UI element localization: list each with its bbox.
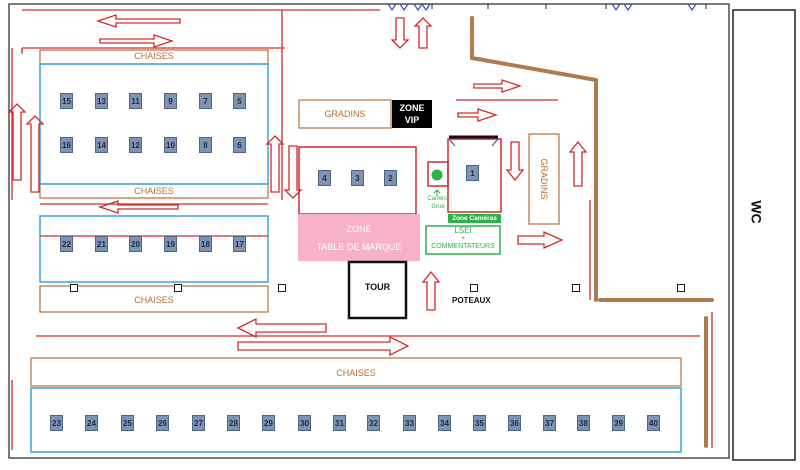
table-35: 35 (473, 415, 486, 431)
plus-text: + (460, 235, 466, 242)
table-7: 7 (199, 93, 212, 109)
table-22: 22 (60, 236, 73, 252)
table-28: 28 (227, 415, 240, 431)
table-14: 14 (95, 137, 108, 153)
lsei-text: LSEI (454, 226, 472, 235)
table-34: 34 (438, 415, 451, 431)
table-2: 2 (384, 170, 397, 186)
zone-commentateurs (425, 225, 501, 255)
camera-line1: Caméra (427, 196, 449, 202)
table-16: 16 (60, 137, 73, 153)
chaises-label-mid: CHAISES (134, 186, 174, 196)
table-19: 19 (164, 236, 177, 252)
walls (470, 16, 714, 448)
table-31: 31 (333, 415, 346, 431)
table-29: 29 (262, 415, 275, 431)
table-38: 38 (577, 415, 590, 431)
table-5: 5 (233, 93, 246, 109)
table-20: 20 (129, 236, 142, 252)
table-27: 27 (192, 415, 205, 431)
table-24: 24 (85, 415, 98, 431)
wc-room (732, 9, 796, 461)
poteau-marker (572, 284, 580, 292)
poteau-marker (174, 284, 182, 292)
poteaux-label: POTEAUX (452, 296, 491, 305)
table-25: 25 (121, 415, 134, 431)
gradins-label: GRADINS (324, 109, 366, 119)
table-4: 4 (318, 170, 331, 186)
poteau-marker (70, 284, 78, 292)
table-32: 32 (367, 415, 380, 431)
zone-vip-line1: ZONE (399, 103, 425, 113)
table-13: 13 (95, 93, 108, 109)
table-11: 11 (129, 93, 142, 109)
zone-vip-line2: VIP (404, 115, 420, 125)
table-30: 30 (298, 415, 311, 431)
poteau-marker (470, 284, 478, 292)
poteau-marker (677, 284, 685, 292)
table-37: 37 (543, 415, 556, 431)
camera-grue-label: Caméra Grue (424, 195, 452, 211)
table-1: 1 (466, 165, 479, 181)
chaises-label-bottom: CHAISES (336, 368, 376, 378)
camera-grue-icon (431, 169, 443, 181)
hall-border (8, 3, 730, 459)
chaises-boxes (30, 49, 682, 387)
zone-vip (392, 100, 432, 128)
table-18: 18 (199, 236, 212, 252)
wc-label: WC (748, 200, 765, 224)
chaises-label-top: CHAISES (134, 51, 174, 61)
table-39: 39 (612, 415, 625, 431)
camera-line2: Grue (431, 204, 445, 210)
gradins-label-vertical: GRADINS (539, 158, 549, 200)
door-marks (387, 2, 697, 12)
table-17: 17 (233, 236, 246, 252)
tour-label: TOUR (364, 282, 391, 292)
table-36: 36 (508, 415, 521, 431)
door-ticks (431, 4, 707, 9)
table-40: 40 (647, 415, 660, 431)
table-3: 3 (351, 170, 364, 186)
zone-table-line2: TABLE DE MARQUE (316, 242, 402, 252)
table-15: 15 (60, 93, 73, 109)
commentateurs-label: LSEI + COMMENTATEURS (426, 227, 500, 251)
table-26: 26 (156, 415, 169, 431)
zone-table-marque (298, 214, 420, 261)
zone-cameras-label: Zone Caméras (452, 215, 497, 222)
zone-table-label: ZONE TABLE DE MARQUE (298, 220, 420, 256)
table-9: 9 (164, 93, 177, 109)
table-10: 10 (164, 137, 177, 153)
commentateurs-text: COMMENTATEURS (431, 243, 495, 250)
table-33: 33 (403, 415, 416, 431)
table-12: 12 (129, 137, 142, 153)
chaises-label-low: CHAISES (134, 295, 174, 305)
table-23: 23 (50, 415, 63, 431)
zone-vip-label: ZONE VIP (392, 102, 432, 126)
zone-cameras-bar (448, 214, 501, 223)
zone-table-line1: ZONE (346, 224, 372, 234)
table-21: 21 (95, 236, 108, 252)
flow-arrows (7, 9, 713, 450)
table-6: 6 (233, 137, 246, 153)
poteau-marker (278, 284, 286, 292)
tour-box (347, 260, 408, 320)
table-8: 8 (199, 137, 212, 153)
